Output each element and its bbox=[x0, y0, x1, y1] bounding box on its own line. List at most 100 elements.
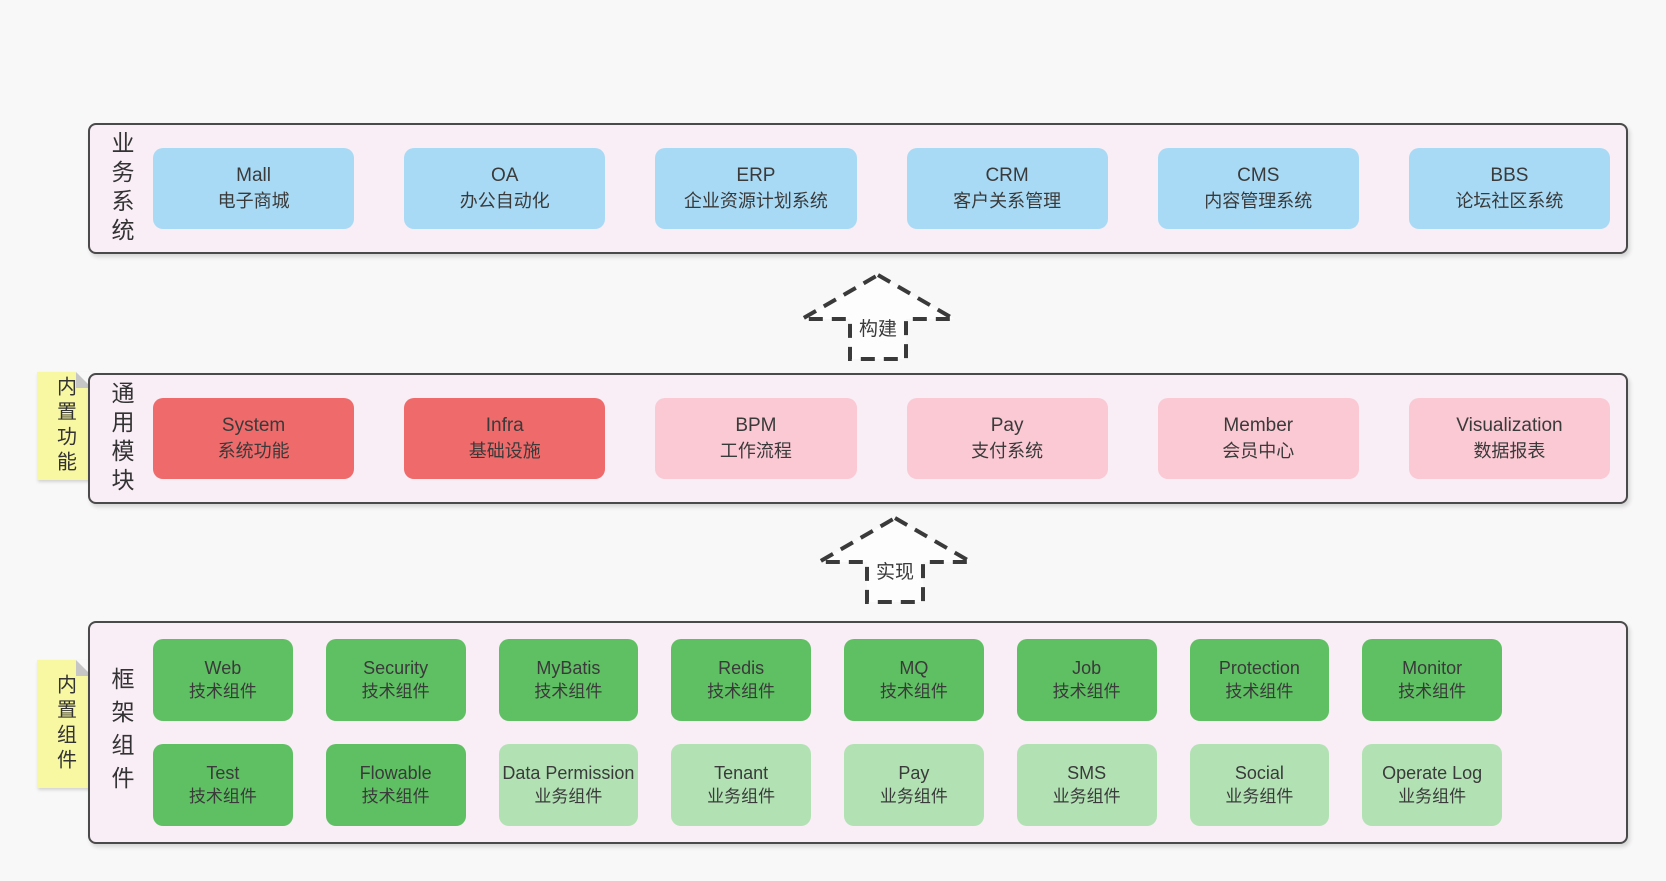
implement-arrow-label: 实现 bbox=[876, 561, 914, 583]
band-common-modules: 通用模块 System 系统功能 Infra 基础设施 BPM 工作流程 Pay… bbox=[88, 373, 1628, 504]
note-builtin-features: 内置功能 bbox=[37, 372, 92, 480]
box-desc: 电子商城 bbox=[217, 191, 290, 212]
box-name: Security bbox=[363, 658, 429, 679]
box-name: Tenant bbox=[714, 763, 769, 784]
box-desc: 技术组件 bbox=[879, 681, 948, 701]
box-desc: 系统功能 bbox=[217, 441, 290, 462]
box-desc: 业务组件 bbox=[707, 786, 776, 806]
note-text: 内置功能 bbox=[53, 376, 76, 476]
box-desc: 企业资源计划系统 bbox=[683, 191, 828, 212]
band-label-text: 框架组件 bbox=[108, 666, 134, 799]
box-desc: 内容管理系统 bbox=[1204, 191, 1313, 212]
band-label-text: 通用模块 bbox=[108, 380, 134, 497]
box-crm: CRM 客户关系管理 bbox=[906, 148, 1108, 229]
note-builtin-components: 内置组件 bbox=[37, 660, 92, 788]
box-mybatis: MyBatis 技术组件 bbox=[498, 639, 639, 721]
box-name: BPM bbox=[735, 414, 777, 436]
box-erp: ERP 企业资源计划系统 bbox=[655, 148, 857, 229]
box-monitor: Monitor 技术组件 bbox=[1362, 639, 1502, 721]
box-name: BBS bbox=[1490, 164, 1529, 186]
box-name: CRM bbox=[985, 164, 1029, 186]
box-name: MQ bbox=[899, 658, 929, 679]
band-common-modules-label: 通用模块 bbox=[90, 375, 151, 502]
box-pay-biz: Pay 业务组件 bbox=[844, 744, 984, 826]
box-protection: Protection 技术组件 bbox=[1189, 639, 1330, 721]
box-desc: 技术组件 bbox=[1052, 681, 1121, 701]
band-framework-components-boxes: Web 技术组件 Security 技术组件 MyBatis 技术组件 Redi… bbox=[151, 623, 1626, 842]
band-label-text: 业务系统 bbox=[108, 130, 134, 247]
box-name: Flowable bbox=[359, 763, 432, 784]
box-data-permission: Data Permission 业务组件 bbox=[498, 744, 639, 826]
box-name: Protection bbox=[1218, 658, 1300, 679]
box-desc: 技术组件 bbox=[707, 681, 776, 701]
box-mall: Mall 电子商城 bbox=[153, 148, 355, 229]
box-security: Security 技术组件 bbox=[325, 639, 466, 721]
box-desc: 基础设施 bbox=[468, 441, 541, 462]
build-arrow-shape bbox=[798, 272, 958, 361]
box-desc: 技术组件 bbox=[534, 681, 603, 701]
box-name: Member bbox=[1223, 414, 1294, 436]
build-arrow: 构建 bbox=[798, 272, 958, 361]
box-name: Infra bbox=[485, 414, 524, 436]
box-name: SMS bbox=[1067, 763, 1107, 784]
box-system: System 系统功能 bbox=[153, 398, 355, 479]
box-oa: OA 办公自动化 bbox=[404, 148, 606, 229]
box-name: Test bbox=[206, 763, 240, 784]
box-desc: 客户关系管理 bbox=[953, 191, 1062, 212]
box-desc: 技术组件 bbox=[361, 786, 430, 806]
box-name: Monitor bbox=[1402, 658, 1463, 679]
box-name: System bbox=[221, 414, 286, 436]
box-name: CMS bbox=[1237, 164, 1280, 186]
box-infra: Infra 基础设施 bbox=[404, 398, 606, 479]
band-business-systems-boxes: Mall 电子商城 OA 办公自动化 ERP 企业资源计划系统 CRM 客户关系… bbox=[151, 125, 1626, 252]
box-web: Web 技术组件 bbox=[153, 639, 293, 721]
box-desc: 业务组件 bbox=[534, 786, 603, 806]
box-name: Job bbox=[1072, 658, 1102, 679]
box-desc: 会员中心 bbox=[1222, 441, 1295, 462]
box-desc: 业务组件 bbox=[1398, 786, 1467, 806]
box-name: Web bbox=[204, 658, 242, 679]
box-name: Redis bbox=[718, 658, 765, 679]
note-text: 内置组件 bbox=[53, 674, 76, 774]
box-desc: 业务组件 bbox=[1052, 786, 1121, 806]
box-desc: 业务组件 bbox=[879, 786, 948, 806]
box-name: Social bbox=[1234, 763, 1284, 784]
band-framework-components-label: 框架组件 bbox=[90, 623, 151, 842]
box-tenant: Tenant 业务组件 bbox=[671, 744, 811, 826]
box-desc: 业务组件 bbox=[1225, 786, 1294, 806]
box-desc: 技术组件 bbox=[1398, 681, 1467, 701]
band-common-modules-boxes: System 系统功能 Infra 基础设施 BPM 工作流程 Pay 支付系统… bbox=[151, 375, 1626, 502]
band-business-systems: 业务系统 Mall 电子商城 OA 办公自动化 ERP 企业资源计划系统 CRM… bbox=[88, 123, 1628, 254]
implement-arrow: 实现 bbox=[815, 515, 975, 604]
box-mq: MQ 技术组件 bbox=[844, 639, 984, 721]
box-social: Social 业务组件 bbox=[1189, 744, 1330, 826]
box-test: Test 技术组件 bbox=[153, 744, 293, 826]
box-desc: 数据报表 bbox=[1473, 441, 1546, 462]
build-arrow-label: 构建 bbox=[859, 318, 897, 340]
box-flowable: Flowable 技术组件 bbox=[325, 744, 466, 826]
box-member: Member 会员中心 bbox=[1157, 398, 1359, 479]
box-name: Visualization bbox=[1456, 414, 1563, 436]
box-desc: 支付系统 bbox=[971, 441, 1044, 462]
box-cms: CMS 内容管理系统 bbox=[1157, 148, 1359, 229]
box-name: ERP bbox=[736, 164, 776, 186]
box-name: Mall bbox=[236, 164, 271, 186]
implement-arrow-shape bbox=[815, 515, 975, 604]
box-sms: SMS 业务组件 bbox=[1016, 744, 1157, 826]
box-redis: Redis 技术组件 bbox=[671, 639, 811, 721]
box-name: Pay bbox=[898, 763, 930, 784]
box-desc: 技术组件 bbox=[188, 786, 257, 806]
box-desc: 技术组件 bbox=[361, 681, 430, 701]
box-job: Job 技术组件 bbox=[1016, 639, 1157, 721]
box-desc: 技术组件 bbox=[1225, 681, 1294, 701]
band-framework-components: 框架组件 Web 技术组件 Security 技术组件 MyBatis 技术组件… bbox=[88, 621, 1628, 844]
box-desc: 办公自动化 bbox=[459, 191, 550, 212]
box-name: MyBatis bbox=[536, 658, 601, 679]
box-name: Data Permission bbox=[502, 763, 635, 784]
box-desc: 论坛社区系统 bbox=[1455, 191, 1564, 212]
box-name: Operate Log bbox=[1382, 763, 1483, 784]
box-visualization: Visualization 数据报表 bbox=[1408, 398, 1611, 479]
band-business-systems-label: 业务系统 bbox=[90, 125, 151, 252]
box-desc: 工作流程 bbox=[719, 441, 792, 462]
